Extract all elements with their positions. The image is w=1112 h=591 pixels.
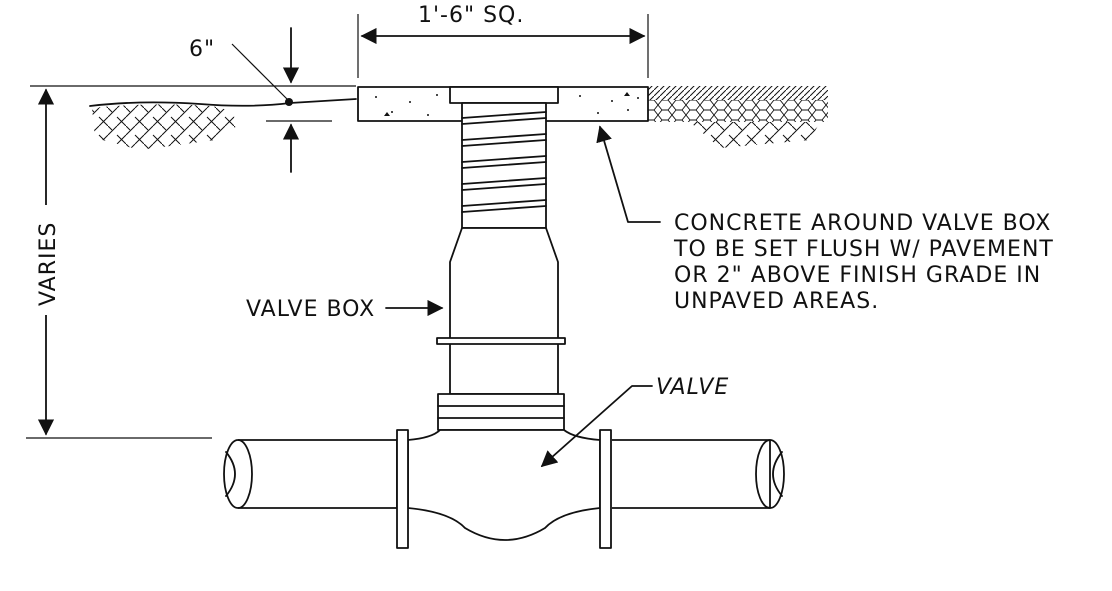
valve-box-label: VALVE BOX [246,297,375,322]
water-main-pipe [223,439,785,509]
depth-dimension [24,88,212,439]
gate-valve-body [407,429,601,541]
existing-grade-left [89,98,357,150]
concrete-leader [596,125,661,223]
valve-label: VALVE [656,375,729,400]
valve-box [436,86,566,431]
concrete-callout: CONCRETE AROUND VALVE BOX TO BE SET FLUS… [673,211,1054,314]
pavement-right [648,86,828,148]
top-width-dimension [357,14,649,78]
top-width-label: 1'-6" SQ. [418,3,524,28]
concrete-callout-line-4: UNPAVED AREAS. [674,289,879,314]
concrete-callout-line-1: CONCRETE AROUND VALVE BOX [674,211,1051,236]
concrete-callout-line-3: OR 2" ABOVE FINISH GRADE IN [674,263,1041,288]
valve-leader [540,385,653,468]
depth-label: VARIES [36,222,61,306]
offset-dimension [231,27,332,173]
pipe-flanges [396,429,612,549]
concrete-callout-line-2: TO BE SET FLUSH W/ PAVEMENT [673,237,1054,262]
offset-label: 6" [189,37,215,62]
